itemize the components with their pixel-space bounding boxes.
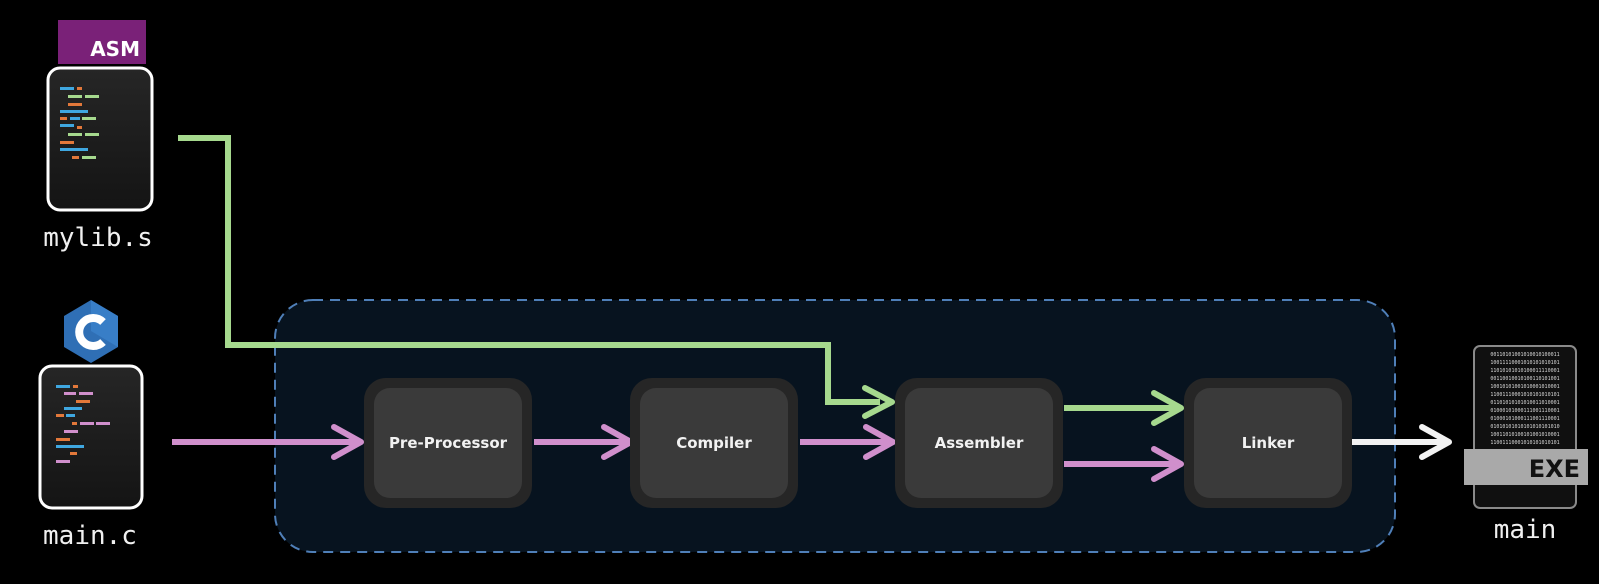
output-file-name: main [1494,515,1557,545]
binary-line: 01101010101010011010001 [1490,400,1559,406]
asm-badge-label: ASM [90,37,140,61]
binary-line: 10010101001010001010001 [1490,384,1559,390]
exe-badge [1464,449,1588,485]
c-language-logo-icon [64,300,118,363]
binary-line: 11010101010100011110001 [1490,368,1559,374]
binary-line: 01000101000111001110001 [1490,416,1559,422]
stage-compiler: Compiler [630,378,798,508]
output-flow-arrow [1348,424,1452,460]
stage-label: Pre-Processor [389,434,508,452]
stage-linker: Linker [1184,378,1352,508]
asm-file-name: mylib.s [43,223,153,253]
c-flow-arrow-compiler-to-assembler [800,424,896,460]
code-file-icon [46,66,154,212]
asm-file: ASM mylib.s [43,20,154,253]
binary-line: 10011110001010101010101 [1490,360,1559,366]
stage-assembler: Assembler [895,378,1063,508]
binary-line: 01010101010101010101010 [1490,424,1559,430]
asm-flow-arrow-assembler-to-linker [1064,390,1184,426]
pipeline-container [274,299,1396,553]
binary-line: 11001110001010101010101 [1490,392,1559,398]
asm-badge [58,20,146,64]
c-flow-arrow-assembler-to-linker [1064,446,1184,482]
binary-line: 11001110001010101010101 [1490,440,1559,446]
exe-badge-label: EXE [1529,455,1580,483]
stage-label: Compiler [676,434,752,452]
code-file-icon [38,364,144,510]
stage-label: Linker [1242,434,1295,452]
stage-pre-processor: Pre-Processor [364,378,532,508]
output-file: 00110101001010010100011 10011110001010101… [1464,345,1588,545]
binary-line: 00110010010100110101001 [1490,376,1559,382]
binary-line: 10011010100101001010001 [1490,432,1559,438]
stage-label: Assembler [935,434,1024,452]
asm-flow-arrow [178,135,895,419]
c-file: main.c [38,300,144,551]
c-file-name: main.c [43,521,137,551]
binary-line: 01000101000111001110001 [1490,408,1559,414]
binary-line: 00110101001010010100011 [1490,352,1559,358]
c-flow-arrow-input [172,424,364,460]
